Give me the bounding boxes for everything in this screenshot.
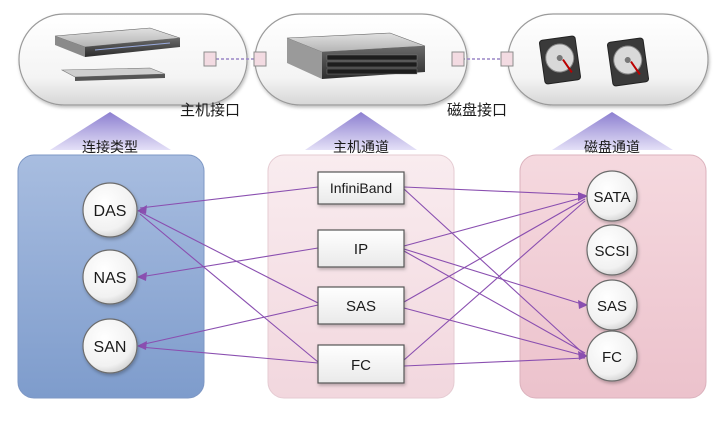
host-channel-node-fc: FC: [317, 344, 405, 384]
disk-interface-label: 磁盘接口: [447, 101, 507, 119]
host-channel-up-arrow: [305, 112, 417, 150]
host-channel-label: FC: [351, 357, 371, 374]
disk-channel-label: SAS: [597, 298, 627, 315]
link-infiniband-sata: [403, 186, 586, 196]
link-sas-san: [139, 304, 319, 346]
connection-type-label: NAS: [94, 270, 127, 287]
disk-channel-node-sata: SATA: [586, 170, 638, 222]
host-channel-header: 主机通道: [333, 139, 389, 155]
disk-array-icon: [286, 32, 426, 79]
host-interface-label: 主机接口: [180, 102, 240, 119]
storage-array-pill: [254, 13, 468, 106]
disk-channel-header: 磁盘通道: [584, 139, 640, 155]
host-channel-node-ip: IP: [317, 229, 405, 268]
arrowheads: [137, 192, 588, 360]
disk-interface-connector: [451, 51, 514, 67]
link-ip-sata: [403, 196, 586, 247]
disk-channel-panel: [519, 154, 707, 399]
connection-type-up-arrow: [50, 112, 171, 150]
link-fc-san: [139, 346, 319, 364]
connection-type-header: 连接类型: [82, 139, 138, 155]
disk-channel-label: FC: [602, 349, 622, 366]
link-infiniband-das: [139, 186, 319, 209]
link-fc-das: [139, 213, 319, 363]
host-interface-connector: [203, 51, 267, 67]
connection-type-label: SAN: [94, 339, 127, 356]
disk-channel-node-sas: SAS: [586, 279, 638, 331]
connection-type-node-das: DAS: [82, 182, 138, 238]
connection-lines: [139, 186, 586, 367]
link-ip-fc: [403, 250, 586, 354]
disk-channel-label: SATA: [594, 189, 631, 206]
link-fc-sata: [403, 200, 586, 361]
host-channel-label: InfiniBand: [330, 180, 392, 196]
server-pill: [18, 13, 248, 106]
disk-channel-up-arrow: [552, 112, 673, 150]
hard-drive-icon: [539, 35, 581, 85]
link-sas-das: [139, 211, 319, 304]
link-sas-sata: [403, 198, 586, 303]
link-ip-nas: [139, 247, 319, 278]
host-channel-panel: [267, 154, 455, 399]
rack-server-icon: [54, 27, 181, 81]
link-fc-fc: [403, 357, 586, 367]
connection-type-node-san: SAN: [82, 318, 138, 374]
link-infiniband-fc: [403, 188, 586, 356]
link-ip-sas: [403, 248, 586, 306]
host-channel-node-infiniband: InfiniBand: [317, 171, 405, 205]
connection-type-label: DAS: [94, 203, 127, 220]
disk-pill: [507, 13, 709, 106]
disk-channel-node-fc: FC: [586, 330, 638, 382]
host-channel-label: SAS: [346, 298, 376, 315]
disk-channel-label: SCSI: [594, 243, 629, 260]
link-sas-fc: [403, 307, 586, 357]
disk-channel-node-scsi: SCSI: [586, 224, 638, 276]
connection-type-node-nas: NAS: [82, 249, 138, 305]
hard-drive-icon: [607, 37, 649, 87]
host-channel-node-sas: SAS: [317, 286, 405, 325]
host-channel-label: IP: [354, 241, 368, 258]
